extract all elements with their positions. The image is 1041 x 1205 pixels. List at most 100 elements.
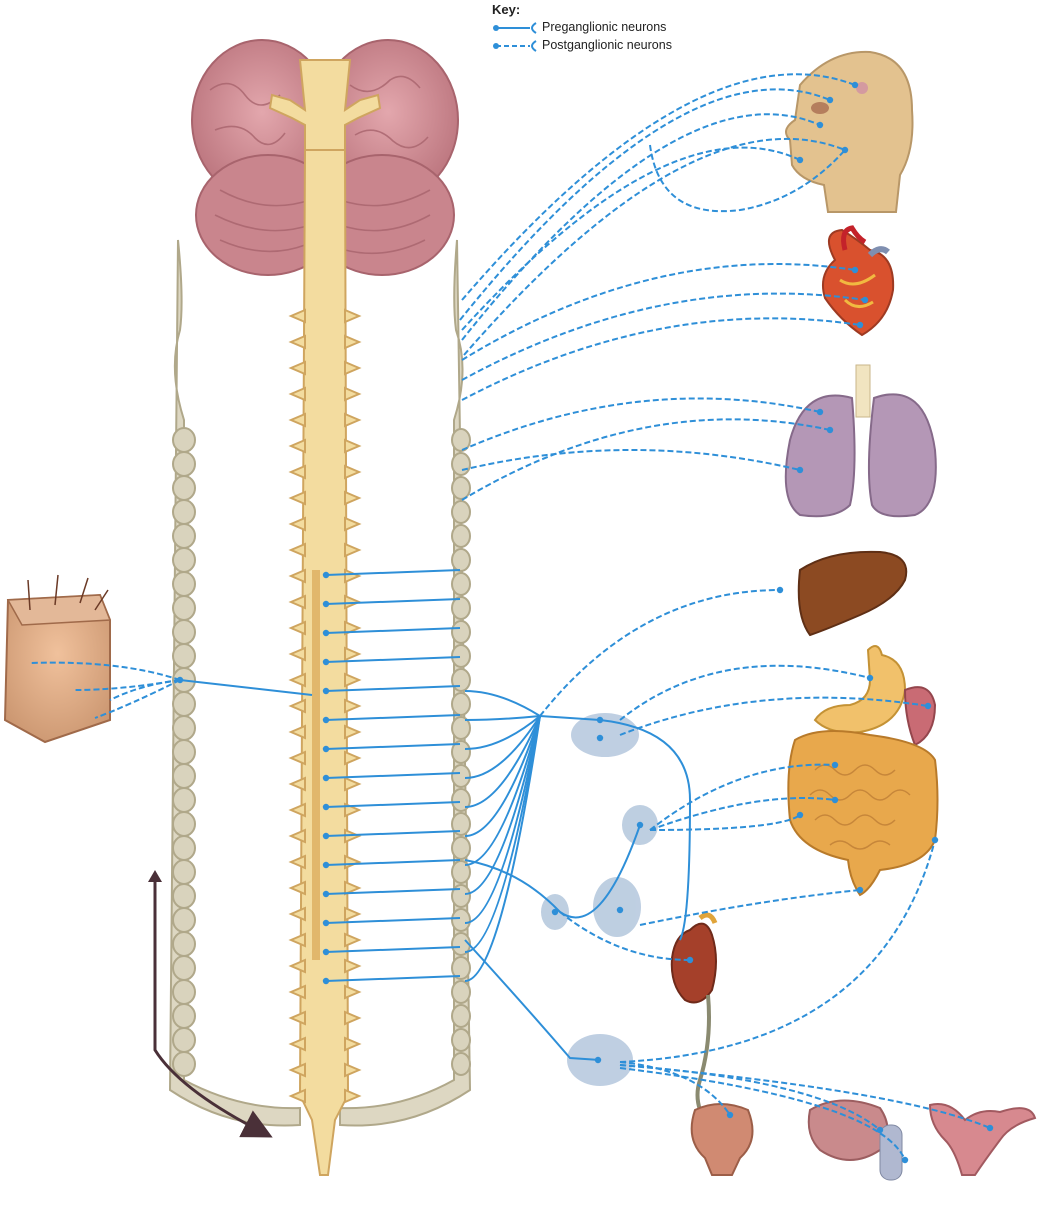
chain-ganglion — [451, 812, 471, 836]
spinal-root — [344, 776, 362, 792]
synapse-dot — [831, 761, 839, 769]
chain-ganglion — [172, 763, 196, 789]
chain-ganglion — [172, 787, 196, 813]
spinal-root — [288, 828, 306, 844]
chain-ganglion — [172, 1003, 196, 1029]
postganglionic-fibre — [619, 1064, 991, 1129]
synapse-dot — [924, 702, 932, 710]
legend: Key: Preganglionic neurons Postganglioni… — [492, 2, 752, 58]
chain-ganglion — [451, 908, 471, 932]
chain-ganglion — [451, 692, 471, 716]
postganglionic-fibre — [539, 589, 781, 717]
legend-postganglionic: Postganglionic neurons — [492, 38, 752, 54]
spinal-root — [344, 308, 362, 324]
spinal-root — [288, 698, 306, 714]
synapse-dot — [551, 908, 559, 916]
chain-ganglion — [451, 548, 471, 572]
postganglionic-fibre — [639, 889, 861, 926]
spinal-root — [288, 776, 306, 792]
chain-ganglion — [451, 1004, 471, 1028]
spinal-root — [288, 984, 306, 1000]
spinal-root — [288, 490, 306, 506]
synapse-dot — [616, 906, 624, 914]
postganglionic-fibre — [461, 113, 821, 341]
synapse-dot — [866, 674, 874, 682]
legend-title: Key: — [492, 2, 521, 17]
postganglionic-fibre — [74, 679, 181, 691]
chain-ganglion — [451, 980, 471, 1004]
spinal-root — [288, 1010, 306, 1026]
spinal-root — [344, 542, 362, 558]
chain-ganglion — [172, 691, 196, 717]
lungs-icon — [784, 364, 937, 518]
chain-ganglion — [451, 620, 471, 644]
chain-ganglion — [172, 571, 196, 597]
chain-ganglion — [451, 956, 471, 980]
preganglionic-fibre — [325, 772, 461, 779]
chain-ganglion — [172, 931, 196, 957]
kidney-icon — [670, 912, 718, 1111]
postganglionic-fibre — [461, 73, 856, 301]
spinal-root — [344, 750, 362, 766]
preganglionic-fibre — [464, 939, 601, 1061]
spinal-root — [288, 672, 306, 688]
preganglionic-fibre — [325, 888, 461, 895]
spinal-root — [344, 958, 362, 974]
chain-ganglion — [172, 475, 196, 501]
spinal-root — [288, 750, 306, 766]
spinal-root — [344, 646, 362, 662]
postganglionic-fibre — [649, 144, 846, 213]
synapse-dot — [851, 81, 859, 89]
synapse-dot — [796, 156, 804, 164]
solid-line-icon — [493, 22, 537, 34]
spinal-root — [344, 516, 362, 532]
spinal-root — [344, 490, 362, 506]
chain-ganglion — [451, 1052, 471, 1076]
chain-ganglion — [451, 788, 471, 812]
spinal-root — [288, 932, 306, 948]
spinal-root — [344, 1062, 362, 1078]
chain-ganglion — [451, 860, 471, 884]
spinal-root — [288, 1036, 306, 1052]
spinal-root — [344, 360, 362, 376]
chain-ganglion — [451, 452, 471, 476]
chain-ganglion — [172, 643, 196, 669]
synapse-dot — [856, 321, 864, 329]
spinal-root — [288, 568, 306, 584]
chain-ganglion — [451, 1028, 471, 1052]
heart-icon — [822, 225, 895, 337]
intestines-icon — [787, 730, 939, 897]
spinal-root — [344, 672, 362, 688]
spinal-root — [288, 1088, 306, 1104]
chain-ganglion — [172, 859, 196, 885]
chain-ganglion — [451, 644, 471, 668]
spinal-root — [288, 620, 306, 636]
preganglionic-fibre — [464, 715, 541, 750]
spinal-root — [344, 464, 362, 480]
synapse-dot — [796, 811, 804, 819]
spinal-root — [344, 1036, 362, 1052]
spinal-root — [288, 724, 306, 740]
synapse-dot — [861, 296, 869, 304]
synapse-dot — [931, 836, 939, 844]
preganglionic-fibre — [464, 715, 541, 953]
postganglionic-fibre — [649, 797, 836, 831]
chain-ganglion — [172, 739, 196, 765]
spinal-root — [288, 594, 306, 610]
spinal-root — [288, 464, 306, 480]
bladder-icon — [690, 1103, 754, 1176]
female-reproductive-icon — [928, 1103, 1037, 1176]
spinal-root — [344, 412, 362, 428]
chain-ganglion — [172, 811, 196, 837]
postganglionic-fibre — [29, 661, 181, 681]
spinal-root — [344, 906, 362, 922]
spinal-root — [344, 1088, 362, 1104]
spinal-root — [344, 620, 362, 636]
preganglionic-fibre — [325, 569, 461, 576]
postganglionic-fibre — [94, 679, 181, 719]
spinal-root — [288, 646, 306, 662]
preganglionic-fibre — [464, 715, 541, 779]
direction-arrow — [153, 880, 273, 1138]
legend-preganglionic: Preganglionic neurons — [492, 20, 752, 36]
